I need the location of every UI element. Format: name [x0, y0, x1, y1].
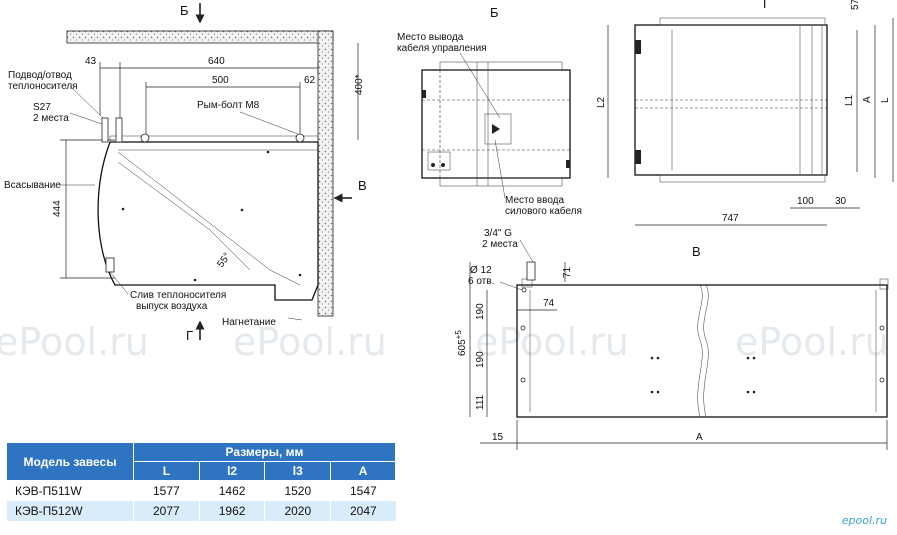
dim-605: 605+5 [454, 330, 468, 356]
dim-747: 747 [722, 213, 739, 224]
dim-444: 444 [52, 200, 63, 217]
dim-L2: L2 [596, 96, 607, 108]
table-row: КЭВ-П512W 2077 1962 2020 2047 [6, 501, 396, 521]
dim-15: 15 [492, 432, 504, 443]
col-L: L [133, 461, 200, 481]
front-view-title: В [692, 244, 701, 259]
angle-label: 55° [215, 251, 233, 270]
plan-view-title: Г [763, 0, 770, 11]
cell-L3: 2020 [264, 501, 331, 521]
dim-605-main: 605 [457, 339, 468, 356]
table-header-model: Модель завесы [6, 442, 134, 481]
cell-A: 1547 [330, 480, 396, 501]
dim-500: 500 [212, 75, 229, 86]
watermarks: ePool.ru ePool.ru ePool.ru ePool.ru [0, 320, 889, 364]
section-mark-top: Б [180, 3, 189, 18]
watermark-3: ePool.ru [475, 320, 629, 364]
cell-L: 1577 [133, 480, 200, 501]
cell-A: 2047 [330, 501, 396, 521]
watermark-1: ePool.ru [0, 320, 149, 364]
unit-body [97, 141, 319, 301]
dim-L1: L1 [844, 94, 855, 106]
dim-74: 74 [543, 298, 555, 309]
label-discharge: Нагнетание [222, 317, 276, 328]
col-L2: l2 [198, 461, 266, 481]
col-L3: l3 [264, 461, 332, 481]
front-view-body [516, 284, 888, 418]
section-mark-bottom: Г [186, 328, 193, 343]
dim-605-sup: +5 [454, 330, 463, 340]
dim-57: 57 [850, 0, 861, 10]
dim-43: 43 [85, 56, 97, 67]
col-A: A [330, 461, 396, 481]
side-arrow-label: В [358, 178, 367, 193]
dim-640: 640 [208, 56, 225, 67]
top-view-body [421, 69, 571, 179]
dim-111: 111 [475, 394, 486, 410]
dim-front-A: A [696, 432, 703, 443]
front-view: В 71 74 605+5 190 190 111 A 15 [454, 228, 889, 450]
dim-190b: 190 [475, 351, 486, 368]
label-suction: Всасывание [4, 180, 61, 191]
cell-model: КЭВ-П512W [6, 501, 134, 521]
dim-L: L [880, 97, 891, 103]
dim-plan-A: A [862, 96, 873, 103]
wall [317, 30, 334, 317]
dim-71: 71 [562, 266, 573, 278]
dimensions-table: Модель завесы Размеры, мм L l2 l3 A КЭВ-… [6, 442, 396, 521]
table-row: КЭВ-П511W 1577 1462 1520 1547 [6, 480, 396, 501]
dim-400: 400* [354, 74, 365, 95]
top-view-title: Б [490, 5, 499, 20]
cell-L: 2077 [133, 501, 200, 521]
cell-L2: 1462 [198, 480, 265, 501]
cell-L2: 1962 [198, 501, 265, 521]
side-view: Б Г В 640 43 500 62 400* 444 [4, 3, 367, 343]
dim-100: 100 [797, 196, 814, 207]
dim-190a: 190 [475, 303, 486, 320]
watermark-4: ePool.ru [735, 320, 889, 364]
label-eyebolt: Рым-болт M8 [197, 99, 260, 111]
plan-view: Г L1 A L 57 L2 747 100 30 [596, 0, 894, 226]
logo: epool.ru [841, 514, 887, 527]
table-header-sizes: Размеры, мм [133, 442, 396, 462]
watermark-2: ePool.ru [233, 320, 387, 364]
cell-model: КЭВ-П511W [6, 480, 134, 501]
dim-62: 62 [304, 75, 316, 86]
cell-L3: 1520 [264, 480, 331, 501]
dim-30: 30 [835, 196, 847, 207]
ceiling-slab [66, 30, 334, 44]
